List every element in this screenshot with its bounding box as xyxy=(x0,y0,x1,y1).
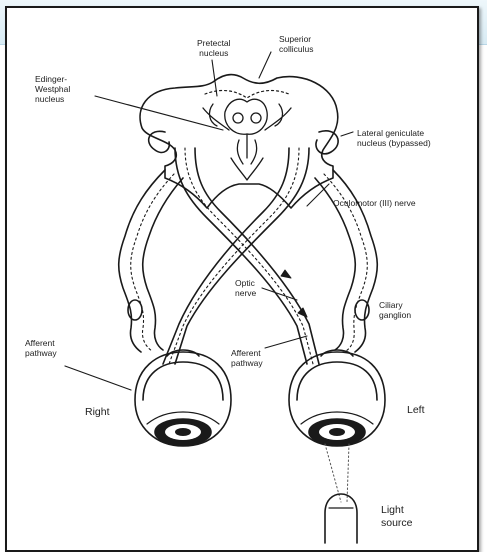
edinger-westphal-label: Edinger- Westphal nucleus xyxy=(35,74,70,104)
ciliary-ganglion-label: Ciliary ganglion xyxy=(379,300,411,320)
superior-colliculus-label: Superior colliculus xyxy=(279,34,314,54)
optic-nerve-arrow-2 xyxy=(298,308,307,317)
optic-tract-left-inner xyxy=(195,148,319,364)
left-eye xyxy=(289,350,385,446)
superior-colliculus-fibers xyxy=(205,91,289,98)
lateral-geniculate-left xyxy=(149,131,170,152)
lateral-geniculate-right xyxy=(316,131,338,154)
afferent-pathway-label-left: Afferent pathway xyxy=(25,338,57,358)
right-eye xyxy=(135,350,231,446)
afferent-pathway-label-center: Afferent pathway xyxy=(231,348,263,368)
lateral-geniculate-label: Lateral geniculate nucleus (bypassed) xyxy=(357,128,431,148)
oculomotor-fibers-left xyxy=(131,174,174,351)
central-nuclei xyxy=(203,99,291,180)
afferent-fibers-crossing xyxy=(185,148,313,364)
pretectal-nucleus-label: Pretectal nucleus xyxy=(197,38,231,58)
right-eye-label: Right xyxy=(85,406,110,419)
figure-panel: Pretectal nucleus Superior colliculus Ed… xyxy=(5,6,479,552)
ciliary-ganglion-right xyxy=(355,300,369,320)
optic-nerve-arrow-1 xyxy=(281,270,291,278)
left-eye-label: Left xyxy=(407,404,425,417)
light-source-label: Light source xyxy=(381,504,413,530)
oculomotor-nerve-label: Oculomotor (III) nerve xyxy=(333,198,416,208)
oculomotor-nerve-left-inner xyxy=(143,178,183,350)
oculomotor-nerve-left-outer xyxy=(119,170,165,352)
optic-tract-right-outer xyxy=(175,148,309,364)
afferent-fibers-crossing-2 xyxy=(169,148,299,364)
light-beam xyxy=(325,444,349,502)
optic-nerve-label: Optic nerve xyxy=(235,278,256,298)
